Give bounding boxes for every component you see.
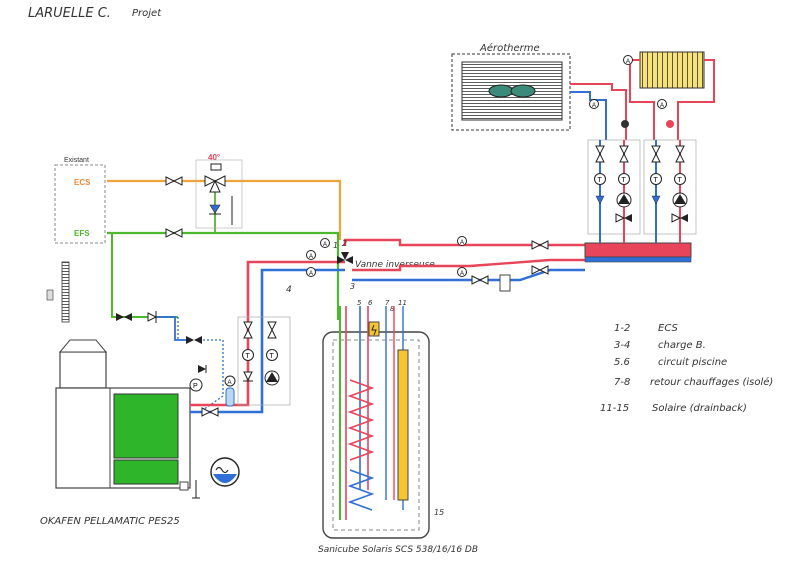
mixer-temperature: 40°	[208, 153, 220, 162]
radiator-return-pipe	[677, 59, 715, 140]
legend-key-2: 3-4	[614, 340, 630, 351]
thermometer-boiler-return: T	[266, 349, 278, 361]
valve-boiler-return	[201, 407, 219, 417]
valve-heating-return	[471, 265, 549, 285]
legend-key-4: 7-8	[614, 377, 630, 388]
svg-text:A: A	[309, 254, 313, 260]
efs-label: EFS	[74, 229, 90, 238]
radiator-icon	[639, 51, 705, 89]
legend-text-1: ECS	[658, 323, 678, 334]
legend-key-3: 5.6	[614, 357, 630, 368]
port-labels: 1 2 3 4 5 6 7 8 11 15	[286, 239, 444, 517]
boiler-feed-pipe	[150, 316, 224, 413]
wall-fixture	[46, 289, 54, 301]
svg-text:T: T	[622, 177, 627, 184]
port-2: 2	[342, 239, 347, 248]
svg-text:T: T	[246, 353, 251, 360]
legend-key-1: 1-2	[614, 323, 630, 334]
legend: 1-2 ECS 3-4 charge B. 5.6 circuit piscin…	[600, 323, 773, 414]
check-valve-mixer	[209, 204, 221, 215]
svg-text:T: T	[678, 177, 683, 184]
svg-text:T: T	[270, 353, 275, 360]
port-3: 3	[350, 282, 355, 291]
pump-boiler-icon	[264, 370, 280, 386]
reversing-valve-label: Vanne inverseuse	[355, 260, 435, 270]
tank-label: Sanicube Solaris SCS 538/16/16 DB	[318, 545, 478, 555]
legend-text-5: Solaire (drainback)	[652, 403, 747, 414]
aerotherm-supply-pipe	[570, 83, 627, 140]
check-valve-boiler	[243, 371, 253, 382]
port-5: 5	[357, 299, 362, 307]
valve-heating-supply	[531, 240, 549, 250]
safety-valve-icon	[198, 365, 207, 373]
legend-text-4: retour chauffages (isolé)	[650, 376, 773, 388]
pool-exchanger-icon	[210, 457, 240, 487]
valve-efs	[165, 228, 183, 238]
valve-ecs	[165, 176, 183, 186]
svg-text:A: A	[592, 103, 596, 109]
svg-text:P: P	[193, 383, 198, 390]
svg-text:T: T	[654, 177, 659, 184]
port-1: 1	[333, 241, 338, 250]
port-15: 15	[434, 508, 444, 517]
boiler-pump-group-valves	[243, 321, 277, 339]
legend-key-5: 11-15	[600, 403, 629, 414]
ecs-pipe	[107, 179, 342, 240]
boiler-label: OKAFEN PELLAMATIC PES25	[40, 516, 180, 527]
legend-text-3: circuit piscine	[658, 357, 727, 368]
svg-text:A: A	[323, 242, 327, 248]
port-7: 7	[385, 299, 390, 307]
storage-tank	[322, 306, 430, 539]
heating-pump-group-1: T T	[587, 120, 641, 243]
port-4: 4	[286, 285, 292, 295]
author-name: LARUELLE C.	[28, 6, 111, 21]
radiator-supply-pipe	[629, 59, 655, 140]
project-label: Projet	[132, 8, 162, 19]
existing-title: Existant	[64, 157, 89, 164]
gauge-boiler: A	[224, 375, 236, 387]
aerotherm-label: Aérotherme	[479, 42, 540, 54]
gauge-radiator: A A A	[589, 55, 667, 109]
svg-text:A: A	[309, 271, 313, 277]
pellet-boiler	[55, 339, 191, 491]
heating-pump-group-2: T T	[643, 120, 697, 243]
boiler-pump-group	[237, 316, 291, 406]
svg-text:A: A	[460, 271, 464, 277]
svg-text:A: A	[460, 240, 464, 246]
aerotherm-return-pipe	[570, 91, 607, 140]
svg-text:A: A	[660, 103, 664, 109]
gauge-line-4: A A A	[306, 238, 330, 277]
svg-text:A: A	[626, 59, 630, 65]
flow-meter-icon	[499, 274, 511, 292]
reversing-valve-icon	[337, 252, 353, 264]
wall-hatch	[61, 261, 70, 323]
mixer-frame	[195, 159, 243, 229]
ecs-label: ECS	[74, 178, 91, 187]
port-8: 8	[390, 305, 395, 313]
heating-collector-return	[584, 256, 692, 263]
legend-text-2: charge B.	[658, 340, 706, 351]
svg-text:T: T	[598, 177, 603, 184]
boiler-flow-pipe	[190, 260, 345, 414]
thermostatic-mixer-icon	[204, 163, 226, 193]
gauge-heating: A A	[457, 236, 467, 277]
fan-icon	[488, 84, 536, 98]
efs-pipe	[107, 181, 340, 320]
svg-text:A: A	[228, 380, 232, 386]
valve-boiler-feed	[116, 311, 202, 344]
thermometer-boiler-flow: T	[242, 349, 254, 361]
existing-installation-box	[54, 164, 106, 244]
filter-icon	[225, 387, 235, 407]
port-11: 11	[398, 299, 407, 307]
port-6: 6	[368, 299, 373, 307]
heating-collector	[584, 242, 692, 258]
pressure-gauge-icon: P	[189, 378, 203, 392]
